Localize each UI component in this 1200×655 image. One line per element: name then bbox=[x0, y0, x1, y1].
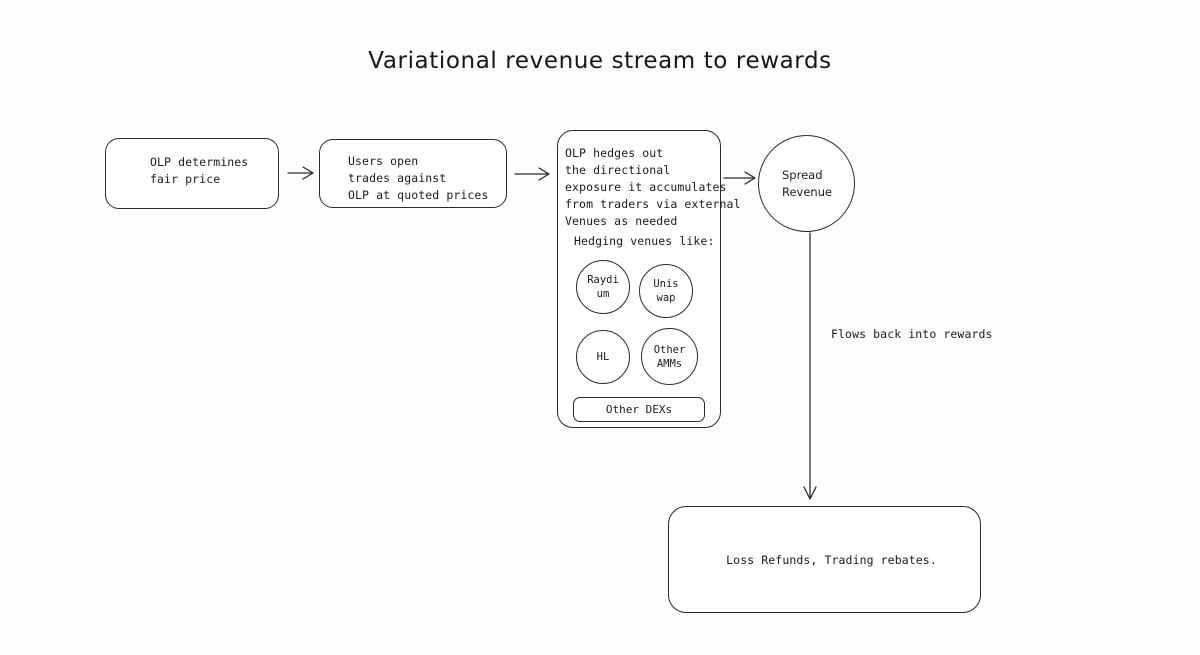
venue-box-other-dexs[interactable]: Other DEXs bbox=[573, 397, 705, 422]
venue-circle-other-amms-label: Other AMMs bbox=[653, 343, 686, 370]
venue-circle-uniswap[interactable]: Unis wap bbox=[639, 264, 693, 318]
edge-label-flows-back-into-rewards: Flows back into rewards bbox=[831, 327, 993, 341]
page-title: Variational revenue stream to rewards bbox=[368, 48, 832, 74]
node-users-open-trades[interactable] bbox=[319, 139, 507, 208]
venue-box-other-dexs-label: Other DEXs bbox=[605, 403, 673, 416]
node-loss-refunds-trading-rebates[interactable]: Loss Refunds, Trading rebates. bbox=[668, 506, 981, 613]
node-olp-determines-fair-price-label: OLP determines fair price bbox=[150, 155, 249, 186]
arrow-fair-price-to-user-trades bbox=[287, 166, 314, 180]
venue-circle-raydium[interactable]: Raydi um bbox=[576, 260, 630, 314]
node-olp-determines-fair-price[interactable] bbox=[105, 138, 279, 209]
node-olp-hedging-label: OLP hedges out the directional exposure … bbox=[565, 146, 741, 228]
arrow-spread-revenue-to-rewards bbox=[803, 232, 817, 500]
venue-circle-hl-label: HL bbox=[596, 351, 610, 363]
node-spread-revenue-label: Spread Revenue bbox=[782, 167, 833, 199]
node-users-open-trades-label: Users open trades against OLP at quoted … bbox=[348, 154, 489, 202]
arrow-user-trades-to-hedging bbox=[514, 167, 550, 181]
venue-circle-other-amms[interactable]: Other AMMs bbox=[641, 328, 698, 385]
node-loss-refunds-trading-rebates-label: Loss Refunds, Trading rebates. bbox=[726, 552, 937, 567]
hedging-venues-heading: Hedging venues like: bbox=[574, 234, 715, 248]
venue-circle-hl[interactable]: HL bbox=[576, 330, 630, 384]
venue-circle-raydium-label: Raydi um bbox=[587, 274, 619, 300]
venue-circle-uniswap-label: Unis wap bbox=[653, 278, 679, 304]
node-spread-revenue[interactable]: Spread Revenue bbox=[758, 135, 855, 232]
